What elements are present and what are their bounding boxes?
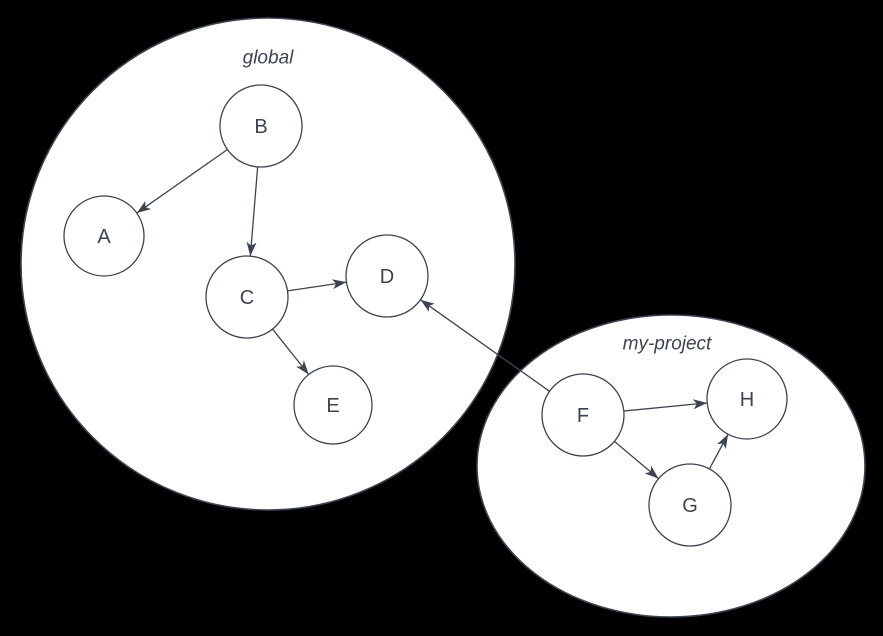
edge-G-to-H: [708, 433, 729, 470]
node-circle-G: [648, 463, 732, 547]
edge-B-to-A: [136, 148, 228, 214]
group-label-my-project: my-project: [623, 334, 712, 355]
edge-B-to-C: [246, 166, 259, 257]
node-circle-B: [219, 84, 303, 168]
node-circle-E: [293, 365, 373, 445]
edge-F-to-H: [623, 399, 708, 412]
node-label-F: F: [577, 405, 589, 427]
group-shape-my-project: [476, 314, 866, 618]
edge-F-to-G: [613, 440, 660, 480]
node-label-C: C: [240, 287, 254, 309]
node-circle-F: [541, 373, 625, 457]
node-label-E: E: [326, 395, 339, 417]
node-circle-D: [345, 234, 429, 318]
node-circle-C: [205, 255, 289, 339]
node-label-A: A: [97, 226, 111, 248]
edge-C-to-D: [287, 279, 347, 292]
group-label-global: global: [243, 48, 294, 69]
node-label-B: B: [254, 116, 267, 138]
node-label-H: H: [740, 389, 754, 411]
node-circle-A: [63, 195, 145, 277]
node-label-G: G: [682, 495, 698, 517]
node-circle-H: [706, 358, 788, 440]
edge-F-to-D: [420, 299, 550, 392]
edge-C-to-E: [272, 328, 310, 375]
node-label-D: D: [380, 266, 394, 288]
